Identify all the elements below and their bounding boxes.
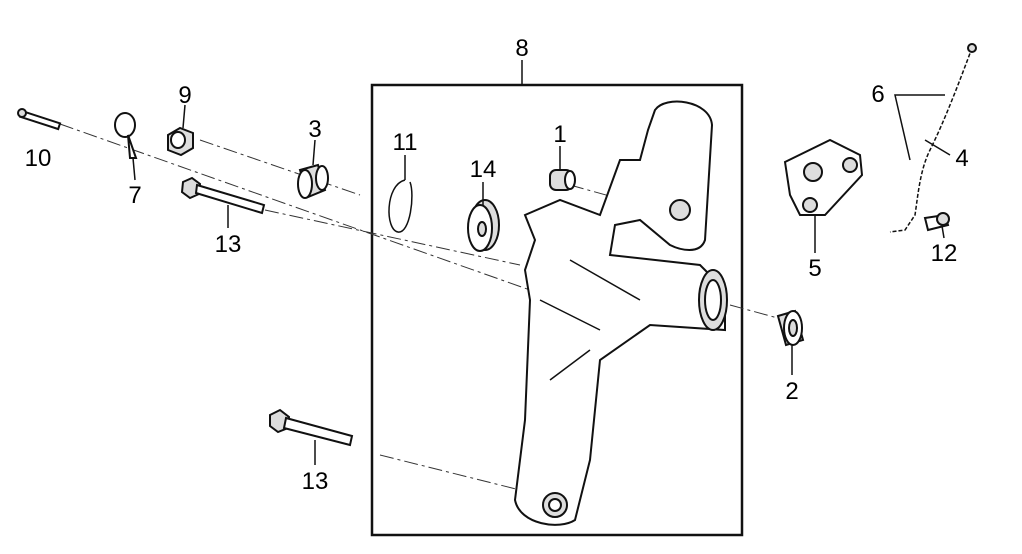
axis-line-right: [729, 304, 786, 321]
part-bolt-13-lower: [269, 408, 354, 447]
callout-4: 4: [955, 145, 968, 172]
callout-6: 6: [871, 81, 884, 108]
part-bushing-3: [297, 163, 329, 199]
axis-line-main: [59, 123, 531, 291]
part-bushing-1: [549, 169, 576, 191]
axis-line-lower: [379, 454, 521, 491]
part-bolt-12: [923, 212, 950, 232]
part-washer-14: [467, 199, 500, 252]
callout-7: 7: [128, 182, 141, 209]
part-bushing-2: [776, 309, 805, 347]
part-plate-5: [783, 138, 864, 216]
callout-2: 2: [785, 378, 798, 405]
part-nut-9: [167, 126, 194, 157]
part-bolt-13-upper: [180, 176, 266, 215]
assembly-frame: [370, 83, 744, 537]
callout-14: 14: [470, 156, 497, 183]
callout-13-lower: 13: [302, 468, 329, 495]
part-bracket-8: [513, 100, 728, 526]
part-pin-10: [17, 108, 62, 131]
callout-13-upper: 13: [215, 231, 242, 258]
callout-9: 9: [178, 82, 191, 109]
callout-11: 11: [393, 129, 418, 156]
part-clip-7: [114, 112, 138, 159]
callout-8: 8: [515, 35, 528, 62]
callout-5: 5: [808, 255, 821, 282]
axis-line-bolt: [264, 209, 521, 266]
part-cable-4: [889, 43, 977, 233]
callout-10: 10: [25, 145, 52, 172]
callout-3: 3: [308, 116, 321, 143]
leader-lines: [132, 94, 951, 465]
callout-1: 1: [553, 121, 566, 148]
part-circlip-11: [388, 179, 413, 233]
axis-line-upper: [199, 139, 361, 196]
callout-12: 12: [931, 240, 958, 267]
